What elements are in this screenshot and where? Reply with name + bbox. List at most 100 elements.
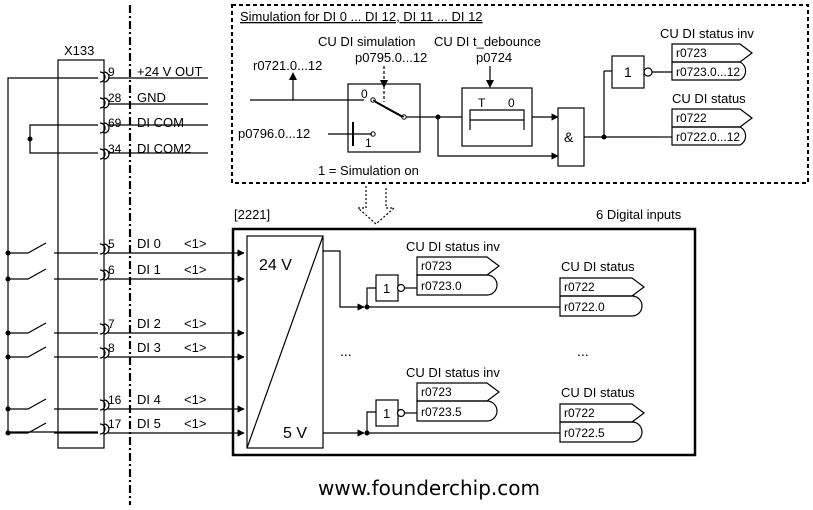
p0724-label: p0724 — [476, 50, 512, 65]
block-frame — [231, 227, 697, 457]
terminal-screw-icon — [99, 71, 110, 83]
junction-dot — [5, 354, 11, 360]
status-param: r0722 — [676, 111, 707, 125]
terminal-ref: <1> — [184, 340, 206, 355]
simulation-on-note: 1 = Simulation on — [318, 163, 419, 178]
simulation-panel: Simulation for DI 0 ... DI 12, DI 11 ...… — [231, 4, 809, 184]
level-shifter — [246, 235, 324, 449]
and-gate-label: & — [564, 129, 574, 145]
terminal-label: DI 0 — [137, 236, 161, 251]
terminal-screw-icon — [99, 323, 110, 335]
upper-inv-param: r0723 — [421, 259, 452, 273]
lower-status-title: CU DI status — [561, 385, 635, 400]
block-title: 6 Digital inputs — [596, 207, 682, 222]
lower-inv-bit: r0723.5 — [421, 405, 462, 419]
terminal-label: DI 3 — [137, 340, 161, 355]
input-switches — [5, 136, 98, 436]
cu-di-debounce-label: CU DI t_debounce — [434, 34, 541, 49]
not-gate-label: 1 — [624, 64, 632, 80]
terminal-row: 16 DI 4 <1> — [99, 392, 245, 413]
terminal-label: +24 V OUT — [137, 64, 202, 79]
terminal-label: DI 4 — [137, 392, 161, 407]
voltage-24v: 24 V — [259, 257, 292, 274]
cu-di-simulation-label: CU DI simulation — [318, 34, 416, 49]
switch-contact-icon — [8, 398, 98, 410]
terminal-row: 69 DI COM — [99, 115, 184, 134]
terminal-screw-icon — [99, 347, 110, 359]
terminal-row: 34 DI COM2 — [99, 141, 191, 160]
upper-inv-bit: r0723.0 — [421, 279, 462, 293]
ellipsis-left: ... — [340, 343, 352, 359]
r0721-label: r0721.0...12 — [253, 58, 322, 73]
upper-inv-title: CU DI status inv — [406, 239, 500, 254]
terminal-ref: <1> — [184, 416, 206, 431]
switch-contact-icon — [8, 346, 98, 358]
connector-name: X133 — [64, 43, 94, 58]
terminal-row: 9+24 V OUT — [99, 64, 202, 83]
connector-body — [57, 59, 105, 449]
watermark: www.founderchip.com — [318, 476, 540, 500]
junction-dot — [5, 330, 11, 336]
status-inv-bits: r0723.0...12 — [676, 65, 740, 79]
terminal-label: DI 1 — [137, 262, 161, 277]
status-inv-title: CU DI status inv — [660, 26, 754, 41]
terminal-pin: 5 — [108, 237, 115, 251]
terminal-screw-icon — [99, 269, 110, 281]
lower-not-label: 1 — [383, 406, 390, 421]
terminal-pin: 7 — [108, 317, 115, 331]
junction-dot — [5, 250, 11, 256]
terminal-screw-icon — [99, 423, 110, 435]
terminal-screw-icon — [99, 148, 110, 160]
terminal-pin: 16 — [108, 393, 122, 407]
ellipsis-right: ... — [577, 343, 589, 359]
timer-0-label: 0 — [508, 96, 515, 110]
junction-dot — [5, 276, 11, 282]
p0795-label: p0795.0...12 — [355, 50, 427, 65]
timer-t-label: T — [478, 96, 486, 110]
switch-0-label: 0 — [361, 87, 368, 101]
terminal-ref: <1> — [184, 392, 206, 407]
lower-status-bit: r0722.5 — [564, 426, 605, 440]
lower-inv-param: r0723 — [421, 385, 452, 399]
terminal-pin: 69 — [108, 116, 122, 130]
switch-contact-icon — [8, 322, 98, 334]
junction-dot — [27, 136, 33, 142]
terminal-label: DI 5 — [137, 416, 161, 431]
terminal-pin: 8 — [108, 341, 115, 355]
terminal-label: DI COM2 — [137, 141, 191, 156]
p0796-label: p0796.0...12 — [238, 126, 310, 141]
terminal-label: DI 2 — [137, 316, 161, 331]
debounce-block — [461, 87, 533, 147]
terminal-pin: 28 — [108, 91, 122, 105]
supply-wire — [7, 77, 98, 433]
lower-inv-title: CU DI status inv — [406, 365, 500, 380]
upper-not-label: 1 — [383, 281, 390, 296]
com-bridge-wire — [29, 124, 98, 154]
switch-contact-icon — [8, 422, 98, 434]
simulation-title: Simulation for DI 0 ... DI 12, DI 11 ...… — [240, 9, 483, 24]
terminal-label: DI COM — [137, 115, 184, 130]
junction-dot — [5, 430, 11, 436]
upper-status-bit: r0722.0 — [564, 300, 605, 314]
terminal-pin: 34 — [108, 142, 122, 156]
terminal-screw-icon — [99, 399, 110, 411]
digital-inputs-block: [2221] 6 Digital inputs 24 V 5 V 1 CU DI… — [231, 207, 697, 457]
status-title: CU DI status — [672, 91, 746, 106]
simulation-frame — [231, 4, 809, 184]
terminal-ref: <1> — [184, 236, 206, 251]
junction-dot — [5, 406, 11, 412]
upper-status-title: CU DI status — [561, 259, 635, 274]
terminal-pin: 6 — [108, 263, 115, 277]
terminal-screw-icon — [99, 243, 110, 255]
status-inv-param: r0723 — [676, 46, 707, 60]
lower-status-param: r0722 — [564, 406, 595, 420]
status-bits: r0722.0...12 — [676, 130, 740, 144]
switch-contact-icon — [8, 242, 98, 254]
